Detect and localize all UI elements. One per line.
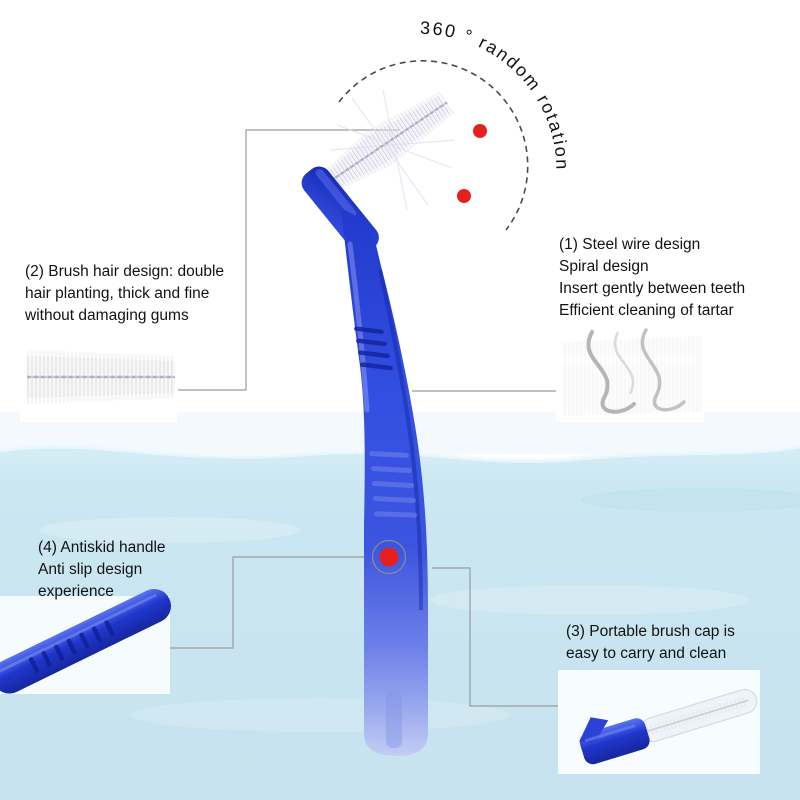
callout-brush-hair-text: (2) Brush hair design: double hair plant… [25, 261, 224, 327]
interdental-brush [301, 89, 456, 756]
red-marker-dot [473, 124, 487, 138]
callout-lines [170, 129, 560, 707]
callout-portable-cap-text: (3) Portable brush cap is easy to carry … [566, 621, 735, 665]
text-line: Spiral design [559, 258, 649, 275]
callout-line-brush-hair [178, 129, 400, 391]
text-line: Anti slip design [38, 561, 143, 578]
grip-ridges-lower [368, 451, 417, 518]
grip-ridges-upper [354, 326, 393, 371]
rotation-label: 360 ° random rotation [420, 18, 573, 172]
text-line: (2) Brush hair design: double [25, 263, 225, 280]
text-line: experience [38, 583, 114, 600]
rotation-marker-dots [457, 124, 487, 203]
photo-brush-cap [558, 670, 760, 774]
callout-steel-wire-text: (1) Steel wire design Spiral design Inse… [559, 234, 745, 322]
text-line: without damaging gums [25, 307, 189, 324]
rotation-label-text: 360 ° random rotation [420, 18, 571, 172]
photo-brush-hair [20, 331, 177, 422]
text-line: hair planting, thick and fine [25, 285, 210, 302]
callout-line-portable-cap [432, 567, 560, 707]
callout-line-antiskid [170, 556, 372, 649]
text-line: (4) Antiskid handle [38, 539, 166, 556]
waterline [0, 443, 800, 463]
brush-head-bristles [319, 91, 455, 194]
red-marker-dot [457, 189, 471, 203]
callout-antiskid-text: (4) Antiskid handle Anti slip design exp… [38, 537, 166, 603]
text-line: easy to carry and clean [566, 645, 727, 662]
photo-antiskid-handle [0, 588, 171, 694]
text-line: (1) Steel wire design [559, 236, 701, 253]
antiskid-marker [371, 539, 407, 575]
text-line: Insert gently between teeth [559, 280, 746, 297]
text-line: Efficient cleaning of tartar [559, 302, 734, 319]
handle-inner-rod [386, 690, 402, 748]
photo-steel-wire [556, 326, 704, 422]
text-line: (3) Portable brush cap is [566, 623, 735, 640]
red-marker-dot [379, 547, 399, 567]
